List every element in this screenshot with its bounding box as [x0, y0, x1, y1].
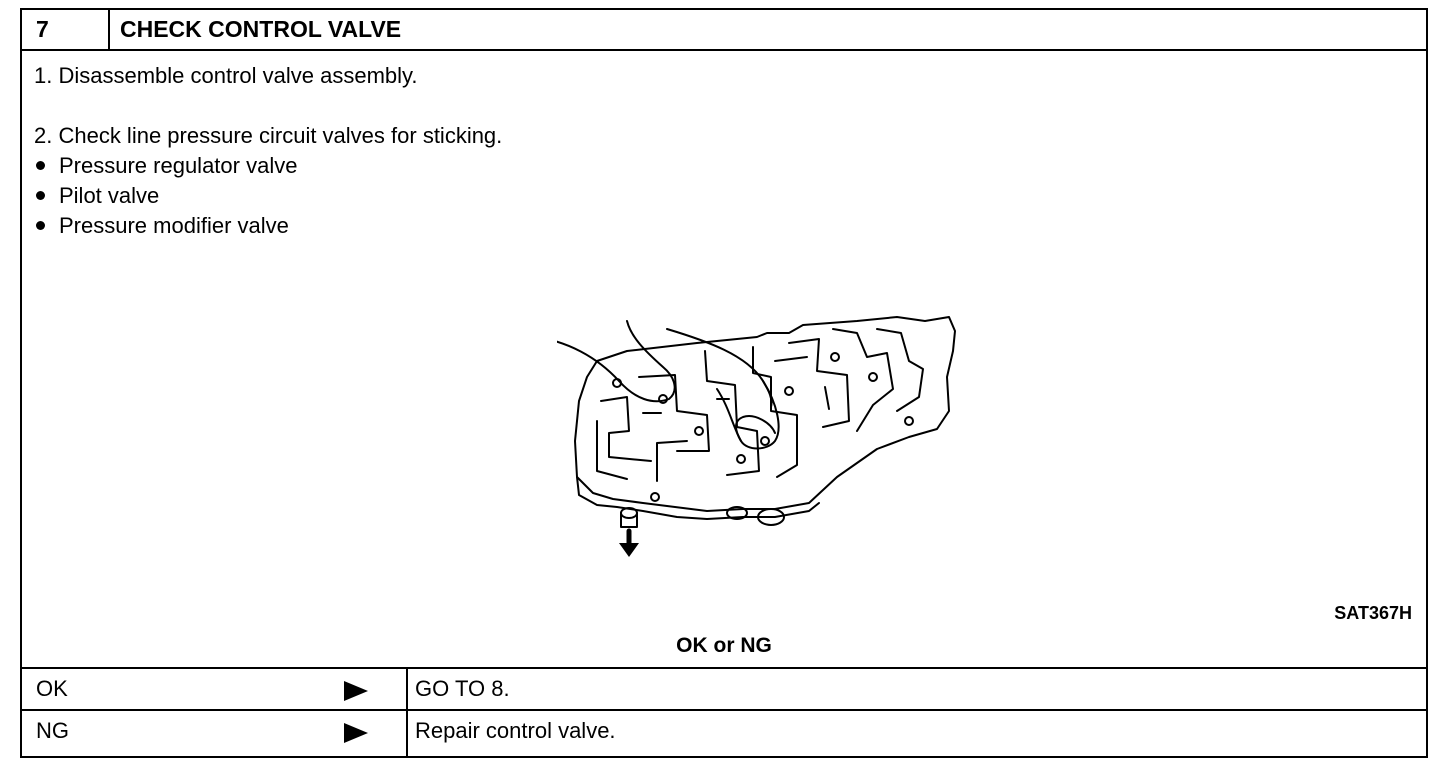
inspection-sheet: 7 CHECK CONTROL VALVE 1. Disassemble con…	[20, 8, 1428, 758]
play-arrow-icon	[344, 681, 368, 701]
play-arrow-icon	[344, 723, 368, 743]
step-title: CHECK CONTROL VALVE	[120, 16, 402, 42]
step-header: 7 CHECK CONTROL VALVE	[22, 10, 1426, 51]
valve-item: Pilot valve	[36, 183, 159, 209]
column-divider	[406, 711, 408, 756]
bullet-icon	[36, 160, 45, 170]
hand-pressing-valve-body-illustration	[557, 316, 956, 557]
result-action: Repair control valve.	[415, 718, 616, 743]
step-body: 1. Disassemble control valve assembly. 2…	[22, 51, 1426, 667]
column-divider	[406, 669, 408, 709]
result-action: GO TO 8.	[415, 676, 510, 701]
figure-code: SAT367H	[1334, 603, 1412, 623]
instruction-2: 2. Check line pressure circuit valves fo…	[34, 123, 503, 148]
result-prompt: OK or NG	[676, 634, 772, 657]
result-row-ng: NG Repair control valve.	[22, 709, 1426, 756]
result-label: OK	[36, 676, 68, 701]
result-label: NG	[36, 718, 69, 743]
valve-item: Pressure modifier valve	[36, 213, 289, 239]
bullet-icon	[36, 220, 45, 230]
step-number: 7	[22, 10, 110, 49]
bullet-icon	[36, 190, 45, 200]
valve-label: Pilot valve	[59, 183, 160, 208]
valve-label: Pressure regulator valve	[59, 153, 298, 178]
valve-label: Pressure modifier valve	[59, 213, 289, 238]
instruction-1: 1. Disassemble control valve assembly.	[34, 63, 418, 88]
result-row-ok: OK GO TO 8.	[22, 667, 1426, 709]
valve-item: Pressure regulator valve	[36, 153, 297, 179]
